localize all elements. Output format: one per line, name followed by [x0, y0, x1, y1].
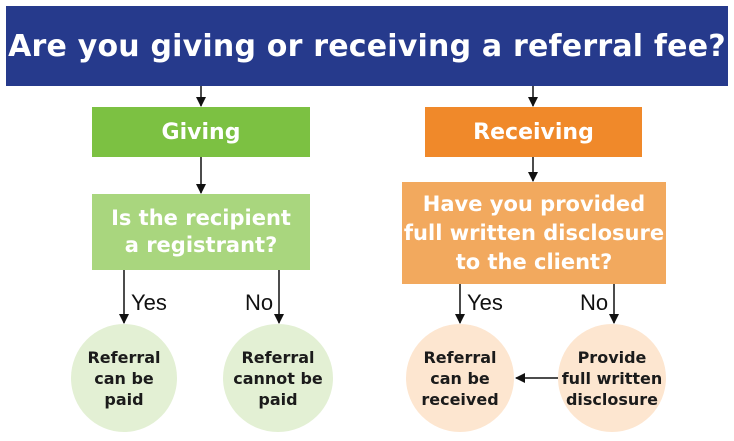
giving-no-label: No [245, 290, 274, 315]
referral-can-be-received-outcome: Referral can be received [406, 324, 514, 432]
giving-box: Giving [92, 107, 310, 157]
referral-cannot-be-paid-outcome: Referral cannot be paid [223, 324, 333, 432]
receiving-box: Receiving [425, 107, 642, 157]
full-disclosure-question: Have you provided full written disclosur… [402, 182, 666, 284]
provide-disclosure-outcome: Provide full written disclosure [558, 324, 666, 432]
page-title: Are you giving or receiving a referral f… [6, 6, 728, 86]
recipient-registrant-question: Is the recipient a registrant? [92, 194, 310, 270]
receiving-yes-label: Yes [467, 290, 503, 315]
giving-yes-label: Yes [131, 290, 167, 315]
referral-can-be-paid-outcome: Referral can be paid [71, 324, 177, 432]
receiving-no-label: No [580, 290, 609, 315]
